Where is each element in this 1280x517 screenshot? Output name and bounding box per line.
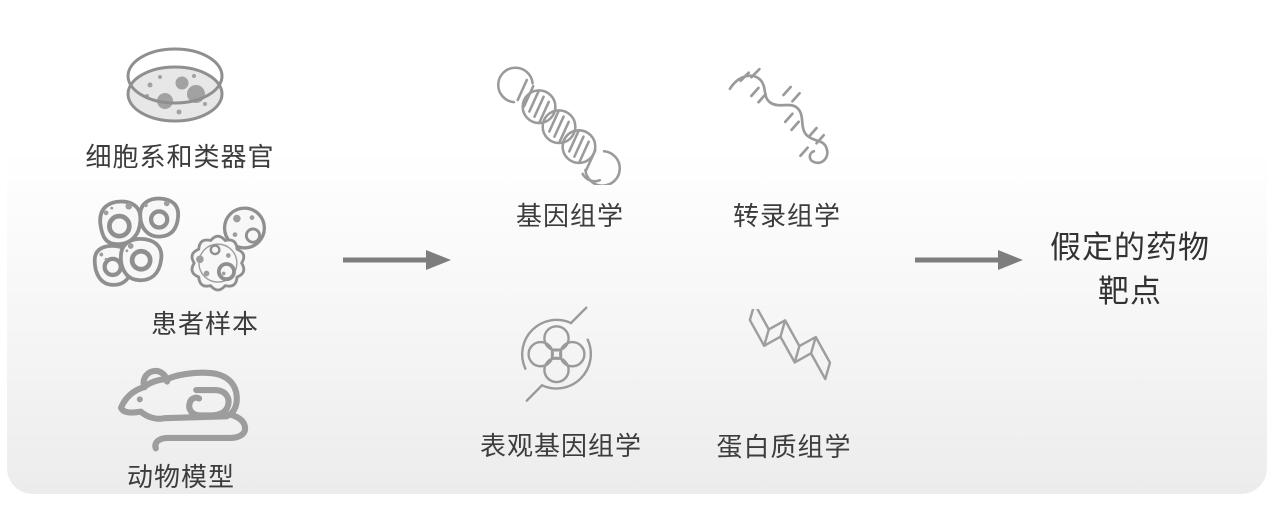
petri-dish-icon	[126, 47, 224, 123]
rna-icon	[728, 67, 829, 165]
omics-label-epigenomics: 表观基因组学	[479, 431, 642, 461]
omics-label-transcriptomics: 转录组学	[732, 201, 841, 231]
mouse-icon	[117, 367, 249, 452]
source-label-cell-lines: 细胞系和类器官	[85, 142, 275, 172]
protein-helix-icon	[748, 309, 832, 381]
arrow-right-icon-1	[343, 250, 451, 270]
output-drug-targets: 假定的药物 靶点	[1035, 226, 1225, 314]
arrow-right-icon-2	[915, 250, 1023, 270]
omics-label-genomics: 基因组学	[515, 201, 624, 231]
output-line-1: 假定的药物	[1050, 230, 1210, 265]
dna-icon	[497, 66, 621, 185]
nucleosome-icon	[520, 306, 593, 402]
patient-cells-icon	[92, 196, 267, 292]
omics-label-proteomics: 蛋白质组学	[716, 432, 852, 462]
source-label-patient-samples: 患者样本	[150, 309, 259, 339]
output-line-2: 靶点	[1098, 274, 1162, 309]
source-label-animal-models: 动物模型	[126, 462, 235, 492]
